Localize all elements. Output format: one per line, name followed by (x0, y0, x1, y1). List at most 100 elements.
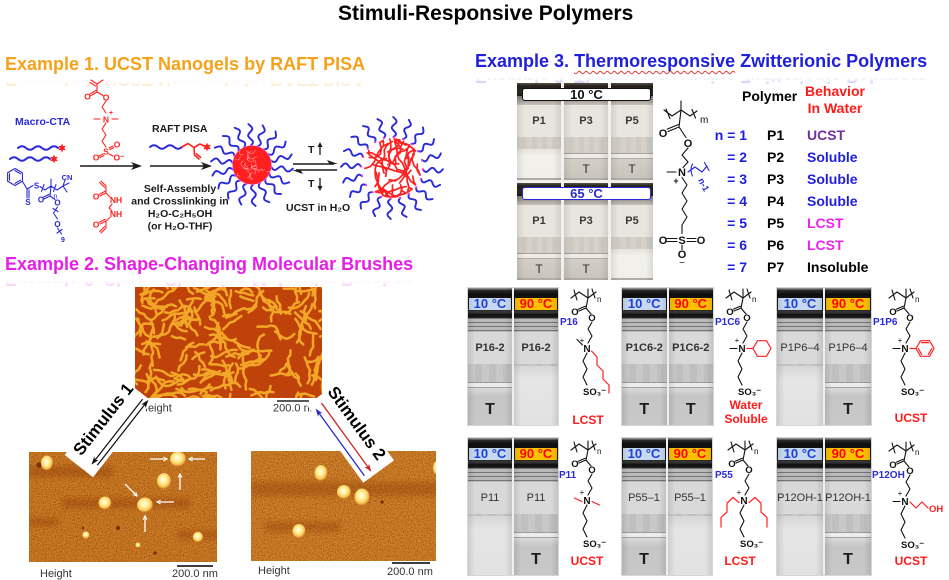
heating-label: T (308, 144, 315, 156)
table-header-polymer: Polymer (742, 88, 798, 104)
crosslinked-strand (386, 140, 405, 166)
core-texture (246, 153, 250, 160)
vial-neck (668, 318, 713, 332)
behavior-label: LCST (724, 554, 756, 568)
particle (433, 461, 436, 475)
vial-pair-photo-p11: 10 °C P11 90 °C P11 T (468, 438, 558, 575)
crosslinked-strand (366, 151, 400, 165)
afm-brush-worm (298, 326, 305, 346)
afm-brush-worm (309, 287, 315, 297)
particle (192, 531, 204, 543)
corona-chain (257, 181, 271, 204)
raft-end-group-star-icon (58, 143, 66, 153)
vial-neck (514, 318, 558, 332)
vial-body (564, 237, 608, 253)
variable-alkyl-spacer (687, 161, 710, 177)
afm-channel-label: Height (40, 568, 72, 580)
afm-brush-worm (222, 374, 228, 390)
afm-brush-worm (179, 341, 195, 362)
transparent-mark: T (582, 162, 590, 176)
corona-chain (420, 152, 442, 163)
afm-brush-worm (231, 339, 251, 350)
vial-cold: 10 °C P16-2 T (468, 288, 512, 425)
afm-brush-worm (264, 384, 272, 398)
sulfonate-label: SO₃⁻ (583, 539, 606, 550)
reaction-conditions: Self-Assembly and Crosslinking in H₂O-C₂… (131, 183, 228, 233)
afm-brush-worm (208, 333, 238, 342)
afm-brush-worm (318, 317, 322, 323)
table-cell-behavior: LCST (807, 215, 844, 231)
corona-chain (407, 193, 422, 211)
particle (354, 488, 370, 506)
table-cell-n: = 5 (727, 215, 747, 231)
corona-chain (350, 135, 369, 150)
vial-base (611, 278, 653, 280)
corona-chain (210, 157, 234, 165)
afm-brush-worm (228, 288, 233, 310)
afm-brush-worm (305, 355, 320, 364)
atom-label: O (726, 307, 733, 318)
afm-brush-worm (165, 287, 169, 290)
afm-brush-worm (179, 304, 194, 326)
vial-neck (514, 468, 558, 482)
afm-brush-worm (256, 324, 282, 341)
crosslinked-strand (395, 138, 417, 152)
particle (135, 542, 141, 548)
core-texture (259, 168, 263, 172)
atom-label: O (54, 199, 60, 208)
atom-label: O (38, 196, 44, 205)
temperature-tag-cold: 10 °C (778, 447, 822, 460)
afm-brush-worm (135, 378, 151, 386)
structure-bonds (888, 441, 915, 539)
pit (380, 500, 384, 504)
atom-label: O (114, 140, 121, 150)
nanogel-swollen (340, 116, 444, 220)
transparent-mark: T (685, 401, 696, 418)
macro-cta-label: Macro-CTA (15, 116, 71, 128)
afm-noise (251, 451, 436, 561)
corona-chain (372, 196, 382, 218)
sample-label: P16-2 (468, 332, 512, 364)
table-cell-behavior: Soluble (807, 193, 858, 209)
core-texture (246, 150, 252, 153)
transparent-mark: T (535, 262, 543, 276)
atom-label: O (728, 459, 735, 470)
temperature-banner-hot: 65 °C (522, 187, 651, 200)
arrow-head-icon (131, 162, 142, 170)
polymer-id: P55 (715, 470, 733, 481)
transparent-mark: T (843, 551, 853, 568)
corona-chain (359, 191, 374, 210)
crosslinked-strand (381, 140, 394, 174)
vial-neck (777, 318, 823, 332)
core-interface (231, 144, 273, 186)
pentyl-substituents (720, 496, 768, 528)
repeat-subscript: 9 (61, 237, 65, 244)
example-1-title: Example 1. UCST Nanogels by RAFT PISA (5, 54, 366, 74)
repeat-subscript: n (754, 447, 758, 456)
core-texture (247, 155, 253, 162)
behavior-label: Soluble (724, 412, 768, 426)
afm-brush-worm (277, 362, 288, 376)
sample-label: P55–1 (668, 482, 712, 514)
corona-chain (268, 172, 291, 185)
sample-label: P1C6-2 (622, 332, 667, 364)
charge-label: + (673, 176, 678, 186)
pit (153, 551, 157, 555)
afm-brush-worm (135, 335, 136, 338)
monomer-bonds (89, 79, 119, 159)
particle (137, 497, 153, 513)
afm-brush-worm (203, 297, 228, 320)
growing-block-copolymer (149, 142, 211, 160)
charge-label: + (735, 336, 740, 345)
core-texture (247, 153, 254, 159)
raft-end-group-star-icon (203, 142, 211, 152)
general-polymer-structure: m O O N + n-1 O S O O − (659, 100, 711, 269)
vial-hot: 90 °C P11 T (514, 438, 558, 575)
solution (825, 532, 871, 575)
corona-chain (342, 173, 364, 184)
table-cell-polymer: P5 (767, 215, 785, 231)
sample-label: P1C6-2 (668, 332, 713, 364)
crosslinked-strand (411, 153, 421, 177)
arrow-head-icon (201, 162, 212, 170)
condition-line: H₂O-C₂H₅OH (148, 208, 212, 220)
